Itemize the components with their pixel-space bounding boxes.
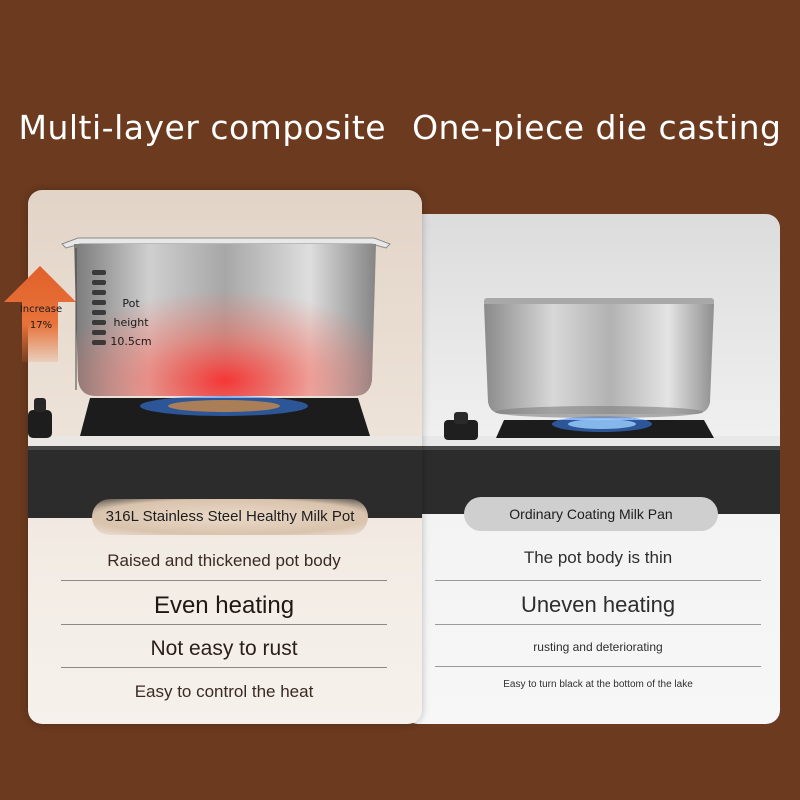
increase-badge: Increase 17%: [2, 264, 78, 364]
divider: [435, 666, 761, 667]
gas-flame-icon: [140, 396, 308, 416]
ordinary-product-label: Ordinary Coating Milk Pan: [464, 497, 718, 531]
pot-height-annotation: Pot height 10.5cm: [106, 294, 156, 351]
316l-feature-4: Easy to control the heat: [134, 682, 314, 701]
divider: [61, 580, 387, 581]
divider: [435, 580, 761, 581]
ordinary-feature-3: rusting and deteriorating: [533, 640, 663, 654]
increase-label: Increase: [19, 304, 63, 315]
comparison-card-316l: Pot height 10.5cm 316L Stainless Steel H…: [28, 190, 422, 724]
headline-right: One-piece die casting: [412, 108, 782, 147]
annotation-line: height: [113, 316, 149, 329]
comparison-card-ordinary: Ordinary Coating Milk Pan The pot body i…: [404, 214, 780, 724]
316l-feature-3: Not easy to rust: [150, 637, 298, 660]
headline: Multi-layer composite One-piece die casti…: [0, 108, 800, 147]
316l-feature-2: Even heating: [153, 592, 295, 619]
ordinary-feature-1: The pot body is thin: [523, 548, 673, 567]
316l-pot-scene: [28, 237, 422, 518]
stove-knob-icon: [28, 398, 52, 438]
gas-flame-icon: [552, 416, 652, 432]
316l-product-label: 316L Stainless Steel Healthy Milk Pot: [92, 499, 368, 535]
ordinary-feature-2: Uneven heating: [520, 592, 676, 617]
headline-left: Multi-layer composite: [18, 108, 387, 147]
ordinary-feature-4: Easy to turn black at the bottom of the …: [503, 679, 693, 690]
stove-knob-icon: [444, 412, 478, 440]
divider: [61, 667, 387, 668]
up-arrow-icon: [4, 266, 76, 362]
divider: [435, 624, 761, 625]
ordinary-pot-icon: [484, 298, 714, 418]
increase-value: 17%: [29, 320, 53, 331]
ordinary-pot-scene: [404, 298, 780, 514]
divider: [61, 624, 387, 625]
annotation-line: Pot: [122, 297, 140, 310]
annotation-line: 10.5cm: [110, 335, 152, 348]
316l-feature-1: Raised and thickened pot body: [107, 551, 341, 570]
316l-pot-icon: [61, 237, 391, 396]
